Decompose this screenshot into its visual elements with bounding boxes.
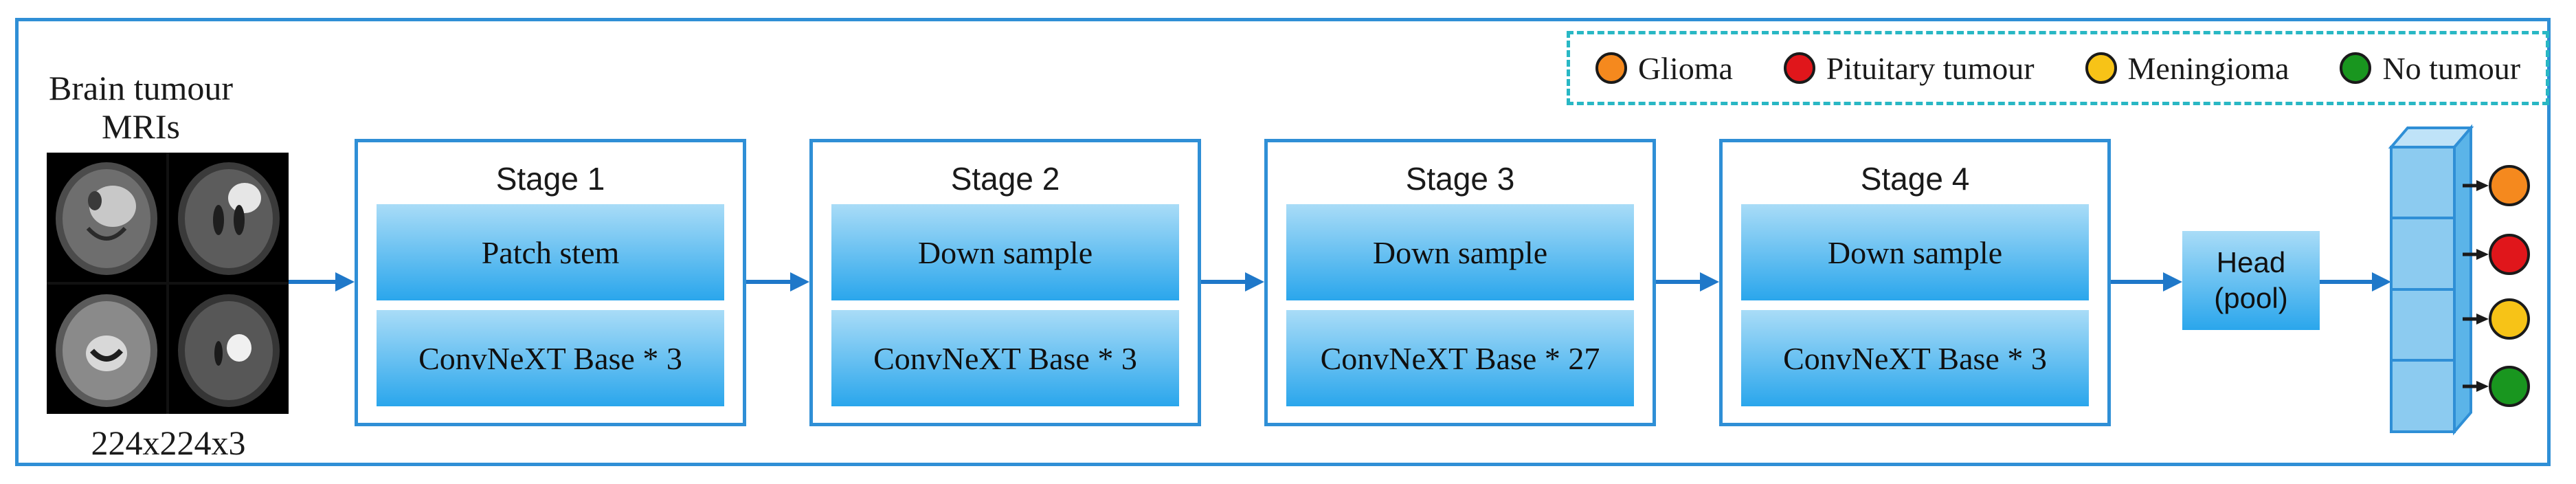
flow-arrows	[289, 272, 2391, 292]
output-arrow-head	[2476, 249, 2489, 260]
glioma-output-dot-icon	[2489, 165, 2530, 206]
stage-1: Stage 1 Patch stem ConvNeXT Base * 3	[355, 139, 746, 426]
meningioma-output-dot-icon	[2489, 298, 2530, 340]
arrow-stage1-to-stage2-head	[790, 272, 809, 292]
stage-4: Stage 4 Down sample ConvNeXT Base * 3	[1719, 139, 2111, 426]
output-vector-cell	[2390, 359, 2456, 433]
meningioma-dot-icon	[2085, 52, 2117, 84]
mri-image	[169, 285, 289, 414]
output-vector	[2388, 124, 2474, 436]
stage-bottom-block: ConvNeXT Base * 3	[377, 310, 724, 406]
diagram-frame	[15, 18, 2551, 466]
stage-top-block: Down sample	[1741, 204, 2089, 300]
input-title: Brain tumour MRIs	[27, 69, 254, 146]
stage-top-block: Down sample	[1286, 204, 1634, 300]
stage-top-block: Patch stem	[377, 204, 724, 300]
input-title-line2: MRIs	[102, 107, 180, 146]
legend-label: Meningioma	[2127, 50, 2289, 86]
pituitary-dot-icon	[1783, 52, 1815, 84]
head-pool-block: Head (pool)	[2182, 231, 2320, 330]
stage-title: Stage 4	[1860, 161, 1970, 197]
legend: Glioma Pituitary tumour Meningioma No tu…	[1567, 31, 2549, 105]
input-resolution: 224x224x3	[91, 424, 246, 462]
stage-bottom-block: ConvNeXT Base * 3	[831, 310, 1179, 406]
stage-bottom-block: ConvNeXT Base * 3	[1741, 310, 2089, 406]
output-vector-cell	[2390, 217, 2456, 291]
legend-label: Glioma	[1637, 50, 1733, 86]
output-arrow-head	[2476, 381, 2489, 392]
legend-label: Pituitary tumour	[1826, 50, 2035, 86]
output-arrow-head	[2476, 180, 2489, 191]
legend-item-meningioma: Meningioma	[2085, 50, 2289, 87]
pituitary-output-dot-icon	[2489, 234, 2530, 275]
arrow-stage4-to-head-head	[2163, 272, 2182, 292]
legend-item-no-tumour: No tumour	[2340, 50, 2520, 87]
no-tumour-output-dot-icon	[2489, 366, 2530, 407]
stage-2: Stage 2 Down sample ConvNeXT Base * 3	[809, 139, 1201, 426]
arrow-head-to-vector-head	[2372, 272, 2391, 292]
mri-image	[47, 153, 166, 282]
arrow-stage3-to-stage4-head	[1700, 272, 1719, 292]
mri-image	[47, 285, 166, 414]
stage-top-block: Down sample	[831, 204, 1179, 300]
glioma-dot-icon	[1595, 52, 1627, 84]
legend-item-pituitary: Pituitary tumour	[1783, 50, 2035, 87]
arrow-input-to-stage1-head	[335, 272, 355, 292]
stage-bottom-block: ConvNeXT Base * 27	[1286, 310, 1634, 406]
output-vector-cell	[2390, 146, 2456, 219]
stage-3: Stage 3 Down sample ConvNeXT Base * 27	[1264, 139, 1656, 426]
output-vector-cell	[2390, 288, 2456, 362]
stage-title: Stage 2	[950, 161, 1060, 197]
input-title-line1: Brain tumour	[48, 69, 234, 107]
output-class-dots	[2489, 165, 2530, 407]
mri-image	[169, 153, 289, 282]
arrow-stage2-to-stage3-head	[1245, 272, 1264, 292]
no-tumour-dot-icon	[2340, 52, 2372, 84]
legend-item-glioma: Glioma	[1595, 50, 1733, 87]
output-arrows	[2463, 180, 2489, 392]
legend-label: No tumour	[2382, 50, 2521, 86]
head-line1: Head	[2216, 246, 2286, 278]
stage-title: Stage 3	[1405, 161, 1515, 197]
stage-title: Stage 1	[495, 161, 605, 197]
mri-image-grid	[47, 153, 289, 414]
output-arrow-head	[2476, 314, 2489, 324]
head-line2: (pool)	[2214, 282, 2288, 314]
